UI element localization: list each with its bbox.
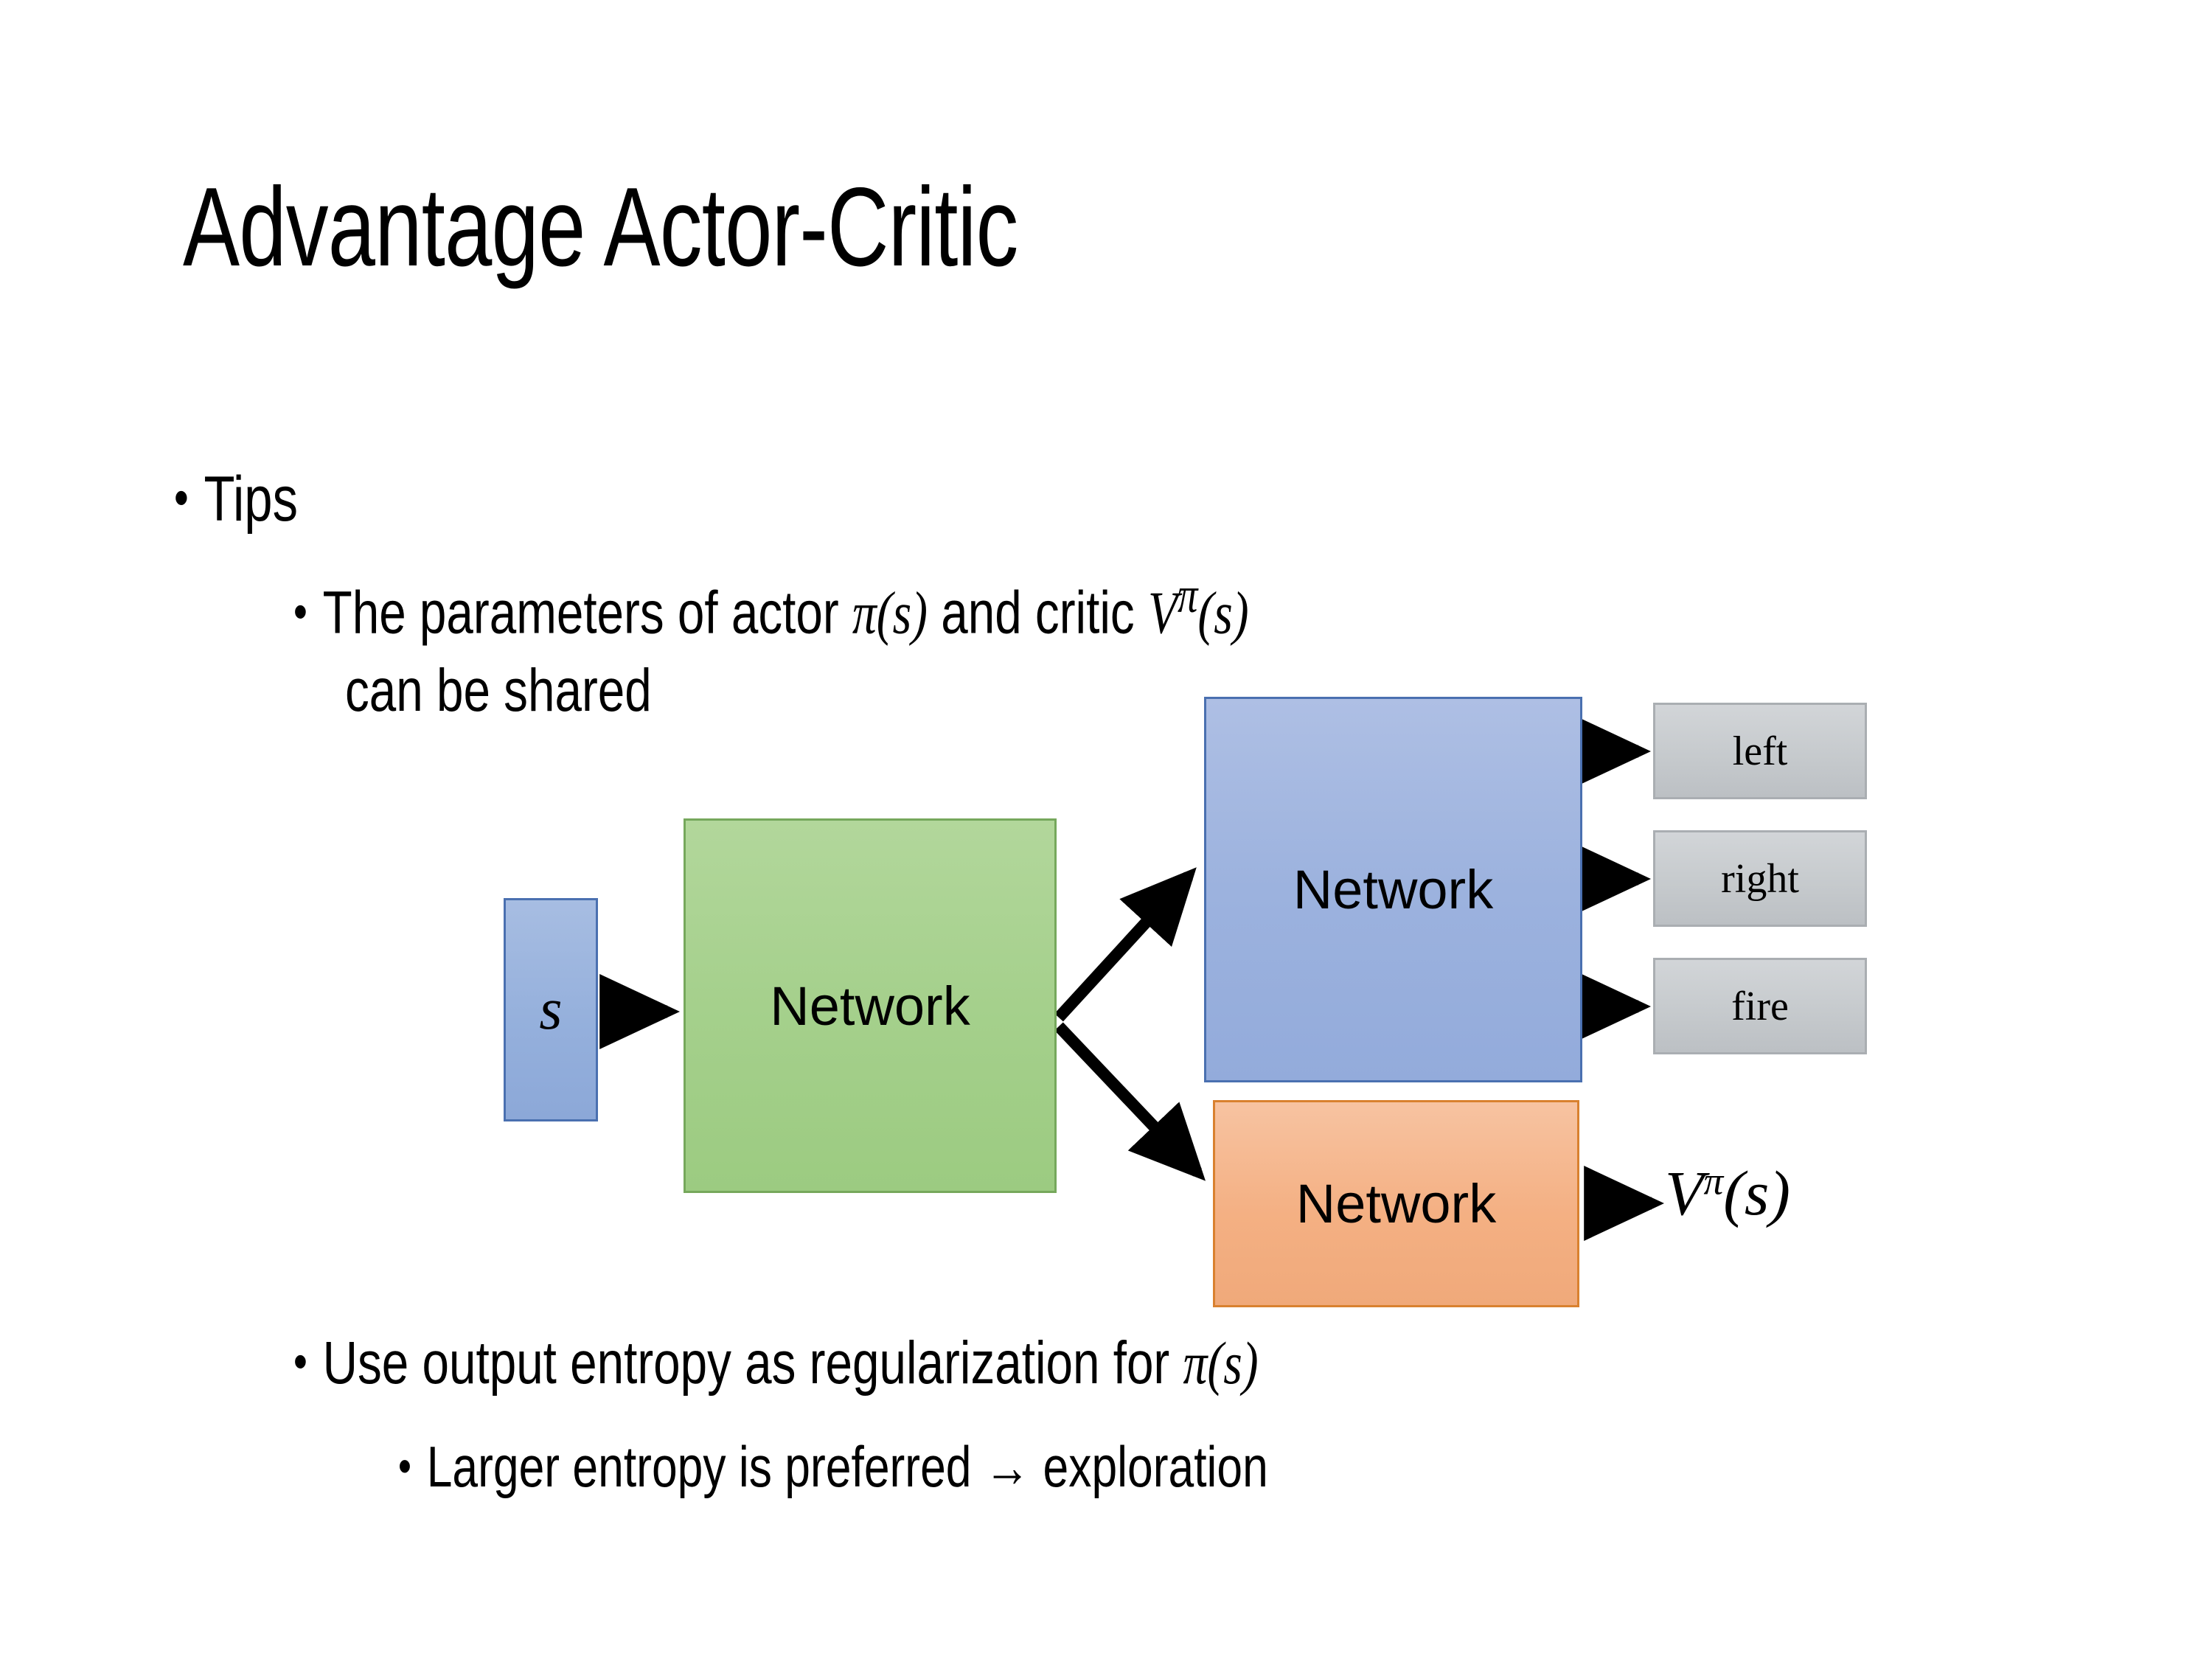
bullet-shared-text-mid: and critic [928, 579, 1148, 647]
math-pi-actor: π [852, 579, 877, 647]
bullet-shared-params-line2: can be shared [345, 656, 728, 726]
action-output-right[interactable]: right [1653, 830, 1867, 927]
bullet-marker-icon: • [398, 1439, 411, 1492]
math-v-critic-superscript: π [1178, 567, 1198, 623]
math-pi-entropy: π [1183, 1329, 1208, 1397]
actor-network-box[interactable]: Network [1204, 697, 1582, 1082]
bullet-marker-icon: • [293, 583, 307, 639]
shared-network-label: Network [770, 975, 970, 1037]
action-output-left[interactable]: left [1653, 703, 1867, 799]
action-output-right-label: right [1721, 855, 1799, 902]
input-state-box[interactable]: s [504, 898, 598, 1121]
math-v-critic-arg: (s) [1197, 579, 1249, 647]
arrow-shared-to-actor [1054, 867, 1197, 1022]
math-pi-actor-arg: (s) [876, 579, 928, 647]
input-state-label: s [539, 977, 563, 1042]
math-v-critic: V [1147, 579, 1178, 647]
bullet-marker-icon: • [174, 467, 189, 526]
bullet-shared-text-pre: The parameters of actor [322, 579, 852, 647]
value-function-output-label: Vπ(s) [1665, 1156, 1790, 1230]
bullet-tips: • Tips [174, 463, 329, 536]
bullet-shared-params-line1: •The parameters of actor π(s) and critic… [293, 566, 1488, 647]
action-output-fire[interactable]: fire [1653, 958, 1867, 1054]
math-pi-entropy-arg: (s) [1207, 1329, 1259, 1397]
arrow-shared-to-critic [1054, 1022, 1206, 1181]
value-function-argument: (s) [1723, 1158, 1791, 1228]
value-function-superscript: π [1703, 1158, 1724, 1203]
bullet-marker-icon: • [293, 1334, 307, 1390]
value-function-base: V [1665, 1158, 1704, 1228]
bullet-exploration: • Larger entropy is preferred → explorati… [398, 1433, 1486, 1500]
actor-network-label: Network [1293, 859, 1494, 920]
bullet-tips-label: Tips [204, 464, 298, 535]
action-output-fire-label: fire [1731, 983, 1789, 1029]
bullet-entropy-text: Use output entropy as regularization for [322, 1329, 1183, 1397]
shared-network-box[interactable]: Network [684, 818, 1057, 1193]
bullet-exploration-label: Larger entropy is preferred → exploratio… [426, 1434, 1268, 1499]
action-output-left-label: left [1732, 728, 1788, 774]
critic-network-label: Network [1295, 1173, 1497, 1234]
critic-network-box[interactable]: Network [1213, 1100, 1579, 1307]
bullet-shared-line2-label: can be shared [345, 657, 652, 724]
page-title: Advantage Actor-Critic [183, 164, 1018, 290]
bullet-entropy-regularization: • Use output entropy as regularization fo… [293, 1329, 1500, 1398]
